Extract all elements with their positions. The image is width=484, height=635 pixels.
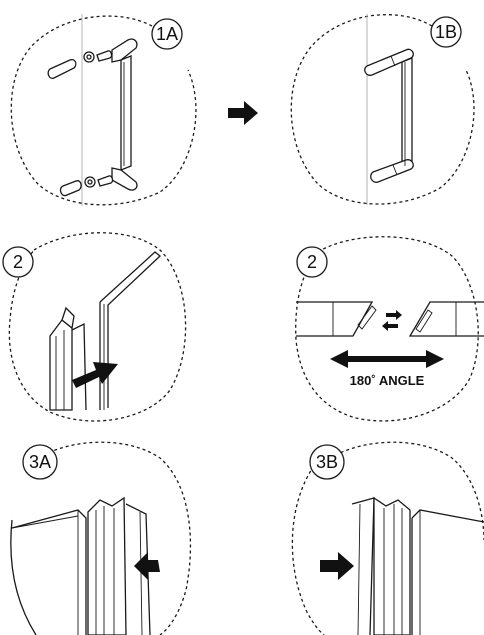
panel-3b-outline-left bbox=[291, 465, 325, 635]
step-label-3a: 3A bbox=[29, 452, 51, 472]
step-label-2-left: 2 bbox=[13, 252, 23, 272]
angle-caption: 180˚ ANGLE bbox=[350, 373, 425, 388]
panel-2-left: 2 bbox=[2, 232, 187, 422]
panel-1a-outline bbox=[10, 15, 197, 206]
lower-fittings-1a bbox=[59, 175, 114, 197]
double-arrow-icon bbox=[330, 350, 444, 368]
step-label-1a: 1A bbox=[156, 24, 178, 44]
step-badge-3b bbox=[309, 444, 345, 480]
seal-profile-2 bbox=[49, 306, 87, 411]
step-badge-2-right bbox=[296, 246, 328, 278]
seal-profile-3b bbox=[351, 496, 411, 635]
glass-left-2 bbox=[296, 301, 377, 337]
handle-1b bbox=[364, 48, 414, 183]
step-label-3b: 3B bbox=[316, 452, 338, 472]
push-arrow-right-icon bbox=[320, 552, 354, 580]
step-label-1b: 1B bbox=[435, 22, 457, 42]
panel-3a-outline-left bbox=[10, 519, 37, 635]
push-arrow-left-icon bbox=[134, 552, 160, 580]
step-label-2-right: 2 bbox=[307, 252, 317, 272]
panel-3b: 3B bbox=[291, 441, 484, 635]
upper-fittings-1a bbox=[47, 50, 113, 79]
glass-panel-2 bbox=[99, 251, 161, 410]
handle-1a bbox=[111, 38, 138, 191]
step-badge-1a bbox=[151, 18, 183, 50]
panel-1a: 1A bbox=[10, 14, 197, 206]
glass-3a bbox=[11, 509, 87, 635]
insertion-arrows bbox=[382, 310, 402, 331]
panel-2-left-outline bbox=[8, 232, 187, 422]
glass-3b bbox=[411, 509, 484, 635]
panel-3a-outline bbox=[37, 441, 192, 635]
arrow-right-icon bbox=[228, 101, 258, 125]
step-badge-2-left bbox=[2, 246, 34, 278]
glass-right-2 bbox=[408, 301, 484, 337]
seal-profile-3a bbox=[87, 496, 151, 635]
panel-2-right: 180˚ ANGLE 2 bbox=[295, 236, 484, 422]
panel-3b-outline bbox=[329, 441, 484, 541]
step-badge-3a bbox=[22, 444, 58, 480]
panel-1b: 1B bbox=[290, 14, 475, 205]
push-arrow-icon bbox=[72, 362, 118, 388]
step-badge-1b bbox=[430, 16, 462, 48]
panel-3a: 3A bbox=[10, 441, 192, 635]
